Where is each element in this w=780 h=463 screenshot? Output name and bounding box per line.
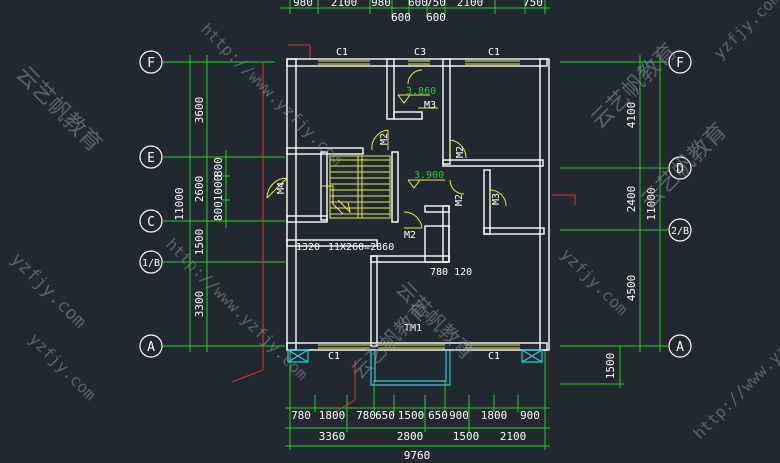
dim-text: 2100 — [457, 0, 484, 9]
dim-text: 650 — [375, 409, 395, 422]
dim-text: 2800 — [397, 430, 424, 443]
dim-text: 1800 — [319, 409, 346, 422]
dim-text: 780 — [356, 409, 376, 422]
dim-text: 1800 — [481, 409, 508, 422]
window-tag: C1 — [336, 47, 348, 58]
dim-text: 4500 — [625, 275, 638, 302]
axis-label: D — [676, 162, 684, 177]
window-tag: C1 — [488, 47, 500, 58]
stair-steps-text: 11X260=2860 — [328, 242, 394, 253]
door-tag: TM1 — [404, 323, 422, 334]
axis-bubbles-left: F E C 1/B A — [139, 50, 163, 358]
axis-label: 2/B — [671, 226, 689, 237]
door-tag: M2 — [404, 230, 416, 241]
dim-text: 3360 — [319, 430, 346, 443]
right-dimension-text: 4100 2400 4500 11000 1500 — [604, 102, 658, 380]
window-tag: C1 — [328, 351, 340, 362]
axis-bubble — [668, 156, 692, 180]
dim-text: 650 — [428, 409, 448, 422]
axis-label: 1/B — [142, 258, 160, 269]
dim-text: 11000 — [645, 187, 658, 220]
dim-text: 1000 — [212, 175, 225, 202]
stair-width-text: 1320 — [296, 242, 320, 253]
dim-text: 3300 — [193, 291, 206, 318]
dim-text: 11000 — [173, 187, 186, 220]
axis-label: A — [676, 340, 684, 355]
dim-text: 750 — [426, 0, 446, 9]
dim-text: 3600 — [193, 97, 206, 124]
axis-label: A — [147, 340, 155, 355]
dim-text: 2100 — [500, 430, 527, 443]
windows — [318, 60, 520, 349]
dim-text: 1500 — [398, 409, 425, 422]
dim-text: 1500 — [193, 229, 206, 256]
dim-text: 2100 — [331, 0, 358, 9]
top-dimension-text: 980 2100 980 600 750 2100 750 600 600 — [293, 0, 543, 24]
dim-text: 9760 — [404, 449, 431, 462]
dim-text: 600 — [408, 0, 428, 9]
axis-bubble — [139, 50, 163, 74]
dimension-lines — [163, 0, 668, 450]
dim-text: 1500 — [604, 353, 617, 380]
axis-bubble — [139, 250, 163, 274]
dim-text: 900 — [449, 409, 469, 422]
door-swings — [266, 69, 507, 229]
axis-label: F — [147, 56, 155, 71]
door-tag: M3 — [424, 100, 436, 111]
staircase — [322, 155, 391, 219]
dim-text: 2600 — [193, 176, 206, 203]
red-reference-lines — [231, 44, 576, 413]
window-tag: C1 — [488, 351, 500, 362]
axis-bubbles-right: F D 2/B A — [668, 50, 692, 358]
dim-text: 1500 — [453, 430, 480, 443]
dim-text: 750 — [523, 0, 543, 9]
axis-bubble — [668, 218, 692, 242]
axis-bubble — [668, 334, 692, 358]
elevation-text: 3.900 — [414, 170, 444, 181]
axis-bubble — [668, 50, 692, 74]
bottom-dimension-text: 780 1800 780 650 1500 650 900 1800 900 3… — [291, 409, 540, 462]
axis-bubble — [139, 334, 163, 358]
axis-label: E — [147, 151, 155, 166]
dim-text: 800 — [212, 201, 225, 221]
window-tag: C3 — [414, 47, 426, 58]
dim-text: 980 — [293, 0, 313, 9]
door-tag: M2 — [454, 194, 465, 206]
left-dimension-text: 3600 2600 1500 3300 11000 800 1000 800 — [173, 97, 225, 318]
dim-text: 600 — [391, 11, 411, 24]
dim-text: 2400 — [625, 186, 638, 213]
dim-text: 780 120 — [430, 267, 472, 278]
door-tag: M2 — [379, 133, 390, 145]
elevation-text: 3.860 — [406, 86, 436, 97]
room-labels: C1 C3 C1 3.860 M3 M2 M2 M4 3.900 M2 M3 M… — [276, 47, 502, 362]
axis-label: C — [147, 215, 155, 230]
dim-text: 780 — [291, 409, 311, 422]
elevation-markers — [397, 94, 445, 189]
dim-text: 980 — [371, 0, 391, 9]
axis-label: F — [676, 56, 684, 71]
dim-text: 600 — [426, 11, 446, 24]
dim-text: 800 — [212, 157, 225, 177]
dim-text: 4100 — [625, 102, 638, 129]
door-tag: M4 — [276, 182, 287, 194]
axis-bubble — [139, 145, 163, 169]
door-tag: M3 — [491, 193, 502, 205]
axis-bubble — [139, 209, 163, 233]
balcony-cyan — [287, 349, 543, 386]
dim-text: 900 — [520, 409, 540, 422]
door-tag: M2 — [455, 146, 466, 158]
